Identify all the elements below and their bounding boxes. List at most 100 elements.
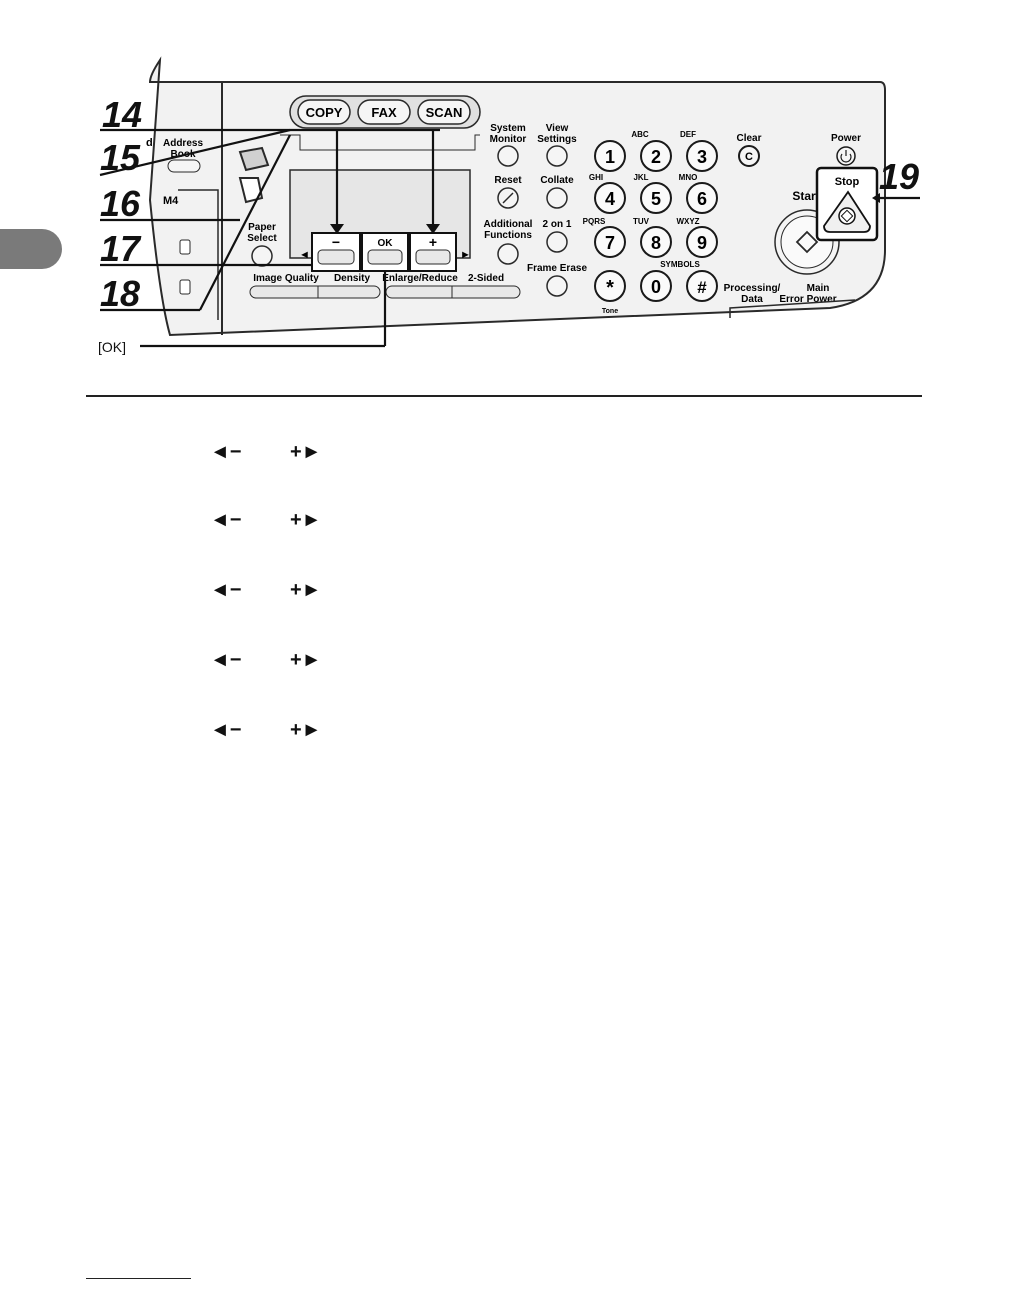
callout-19: 19 bbox=[879, 156, 919, 197]
panel-view-settings-1: Settings bbox=[537, 134, 577, 145]
arrow-rows-0: ◄− bbox=[210, 509, 241, 531]
panel-processing-0: Processing/ bbox=[724, 283, 781, 294]
callout-16: 16 bbox=[100, 183, 141, 224]
frame-erase-button bbox=[546, 275, 568, 297]
panel-bottom-labels-image-quality: Image Quality bbox=[253, 273, 319, 284]
panel-frame-erase: Frame Erase bbox=[527, 263, 587, 274]
panel-system-monitor-0: System bbox=[490, 123, 526, 134]
image-quality-density-bar bbox=[249, 285, 381, 299]
panel-reset: Reset bbox=[494, 175, 522, 186]
callout-lines bbox=[99, 128, 920, 348]
panel-paper-select-1: Select bbox=[247, 233, 277, 244]
arrow-rows-1: +► bbox=[290, 649, 321, 671]
panel-key-letters-k7: PQRS bbox=[583, 217, 606, 226]
panel-additional-0: Additional bbox=[484, 219, 533, 230]
panel-power: Power bbox=[831, 133, 861, 144]
callout-15: 15 bbox=[100, 137, 141, 178]
footer-rule bbox=[86, 1278, 191, 1279]
stop-icon bbox=[840, 209, 854, 223]
fax-button bbox=[357, 99, 411, 125]
panel-keypad-9: * bbox=[606, 277, 614, 299]
arrow-row-1: ◄− +► bbox=[210, 441, 321, 463]
callout-18: 18 bbox=[100, 273, 140, 314]
panel-nav-ok: OK bbox=[378, 238, 394, 249]
arrow-rows-1: +► bbox=[290, 579, 321, 601]
panel-nav-plus: + bbox=[429, 234, 437, 250]
arrow-rows-0: ◄− bbox=[210, 649, 241, 671]
panel-stop: Stop bbox=[835, 176, 860, 188]
scan-label: SCAN bbox=[426, 105, 463, 120]
panel-keypad-0: 1 bbox=[605, 147, 615, 167]
paper-select-button bbox=[251, 245, 273, 267]
arrow-row-2: ◄− +► bbox=[210, 509, 321, 531]
panel-start: Start bbox=[792, 189, 819, 203]
arrow-row-3: ◄− +► bbox=[210, 579, 321, 601]
panel-view-settings-0: View bbox=[546, 123, 569, 134]
panel-keypad-3: 4 bbox=[605, 189, 615, 209]
panel-left-edge-partial-d: d bbox=[146, 137, 153, 149]
panel-nav-minus: − bbox=[332, 234, 340, 250]
callout-arrowheads bbox=[330, 193, 880, 234]
panel-main-power-0: Main bbox=[807, 283, 830, 294]
numeric-keypad: 1 2 ABC 3 DEF 4 GHI 5 JKL 6 MNO 7 PQRS 8… bbox=[583, 130, 718, 315]
panel-keypad-1: 2 bbox=[651, 147, 661, 167]
clear-button bbox=[738, 145, 760, 167]
copy-label: COPY bbox=[306, 105, 343, 120]
ok-callout-label: [OK] bbox=[98, 339, 126, 355]
panel-nav-right: ► bbox=[460, 249, 471, 261]
arrow-rows-1: +► bbox=[290, 441, 321, 463]
panel-left-edge-m4: M4 bbox=[163, 195, 179, 207]
callout-17: 17 bbox=[100, 228, 142, 269]
panel-keypad-7: 8 bbox=[651, 233, 661, 253]
panel-clear: Clear bbox=[736, 133, 761, 144]
panel-nav-left: ◄ bbox=[299, 249, 310, 261]
panel-key-letters-k0: SYMBOLS bbox=[660, 260, 700, 269]
panel-keypad-10: 0 bbox=[651, 277, 661, 297]
arrow-rows-0: ◄− bbox=[210, 441, 241, 463]
panel-key-letters-k6: MNO bbox=[679, 173, 698, 182]
arrow-rows-1: +► bbox=[290, 719, 321, 741]
panel-additional-1: Functions bbox=[484, 230, 532, 241]
additional-functions-button bbox=[497, 243, 519, 265]
panel-bottom-labels-enlarge: Enlarge/Reduce bbox=[382, 273, 458, 284]
panel-system-monitor-1: Monitor bbox=[490, 134, 527, 145]
panel-key-letters-k3: DEF bbox=[680, 130, 696, 139]
chapter-tab bbox=[0, 229, 62, 269]
arrow-rows-1: +► bbox=[290, 509, 321, 531]
panel-bottom-labels-two-sided: 2-Sided bbox=[468, 273, 504, 284]
panel-main-power-1: Error Power bbox=[779, 294, 836, 305]
arrow-rows-0: ◄− bbox=[210, 579, 241, 601]
callout-14: 14 bbox=[102, 94, 142, 135]
panel-left-edge-address-book-1: Address bbox=[163, 138, 203, 149]
section-divider bbox=[86, 395, 922, 397]
panel-keypad-5: 6 bbox=[697, 189, 707, 209]
panel-processing-1: Data bbox=[741, 294, 763, 305]
system-monitor-button bbox=[497, 145, 519, 167]
panel-two-on-one: 2 on 1 bbox=[543, 219, 572, 230]
panel-key-letters-k4: GHI bbox=[589, 173, 603, 182]
panel-key-letters-k2: ABC bbox=[631, 130, 649, 139]
panel-key-letters-k9: WXYZ bbox=[676, 217, 699, 226]
panel-keypad-8: 9 bbox=[697, 233, 707, 253]
two-on-one-button bbox=[546, 231, 568, 253]
view-settings-button bbox=[546, 145, 568, 167]
panel-bottom-labels-density: Density bbox=[334, 273, 371, 284]
panel-collate: Collate bbox=[540, 175, 574, 186]
panel-key-letters-k8: TUV bbox=[633, 217, 650, 226]
panel-clear-key: C bbox=[745, 151, 753, 163]
scan-button bbox=[417, 99, 471, 125]
fax-label: FAX bbox=[371, 105, 397, 120]
address-book-button bbox=[167, 159, 201, 173]
start-icon bbox=[795, 230, 819, 254]
panel-paper-select-0: Paper bbox=[248, 222, 276, 233]
panel-keypad-6: 7 bbox=[605, 233, 615, 253]
arrow-rows-0: ◄− bbox=[210, 719, 241, 741]
panel-keypad-4: 5 bbox=[651, 189, 661, 209]
collate-button bbox=[546, 187, 568, 209]
control-panel-illustration: COPY FAX SCAN d Address Book M4 Paper Se… bbox=[98, 56, 920, 355]
panel-keypad-2: 3 bbox=[697, 147, 707, 167]
panel-keypad-11: # bbox=[697, 278, 707, 297]
arrow-row-5: ◄− +► bbox=[210, 719, 321, 741]
panel-key-letters-k5: JKL bbox=[633, 173, 648, 182]
feeder-icon bbox=[238, 146, 270, 204]
